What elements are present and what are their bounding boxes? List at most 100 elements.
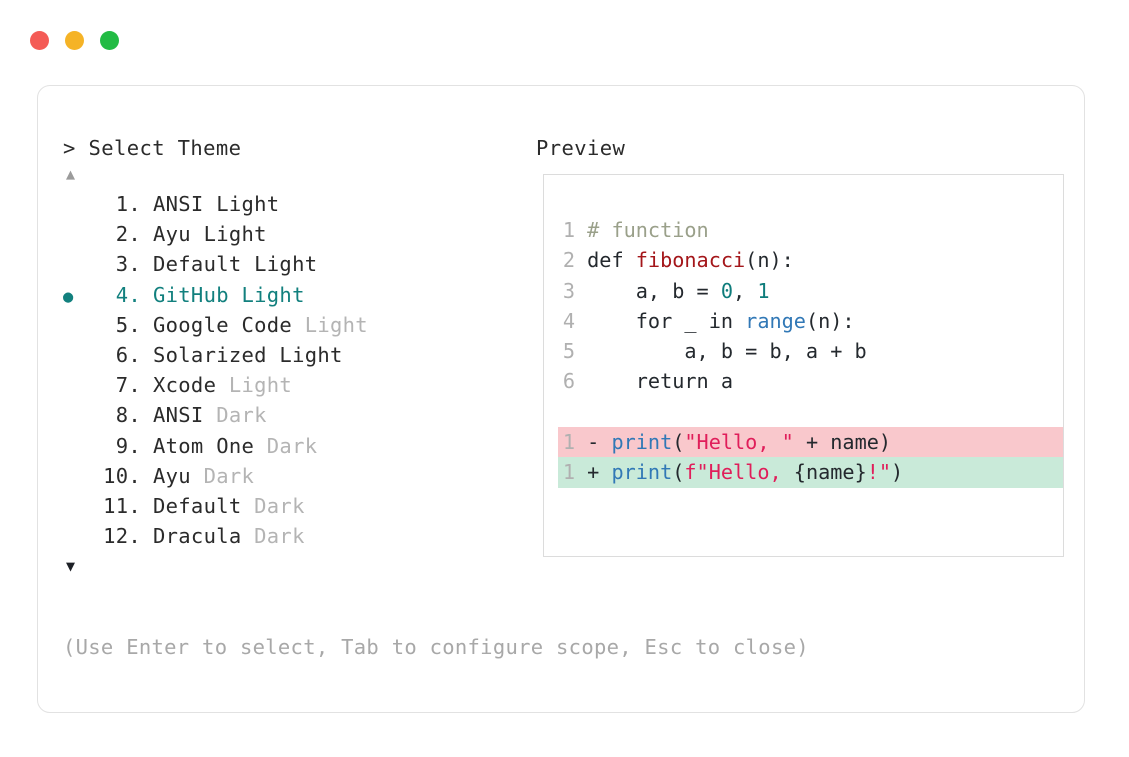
theme-item-index: 6.	[115, 342, 141, 367]
theme-selector-card: > Select Theme Preview ▲ 1.ANSI Light 2.…	[37, 85, 1085, 713]
theme-item-name: ANSI	[153, 403, 217, 428]
theme-item-name: GitHub	[153, 282, 242, 307]
theme-item-index: 9.	[115, 433, 141, 458]
bullet-placeholder	[63, 470, 93, 487]
theme-list-item[interactable]: 7. Xcode Light	[63, 373, 503, 403]
code-token: {name}	[793, 460, 867, 485]
code-line-number: 4	[562, 308, 575, 333]
code-token: # function	[587, 218, 709, 242]
theme-item-name: Google Code	[153, 312, 305, 337]
preview-heading: Preview	[536, 136, 626, 160]
keyboard-hint-text: (Use Enter to select, Tab to configure s…	[63, 635, 809, 659]
theme-item-name: Ayu	[153, 222, 204, 247]
theme-item-index: 8.	[115, 403, 141, 428]
theme-item-name: Atom One	[153, 433, 267, 458]
theme-item-variant: Dark	[216, 403, 267, 428]
theme-item-index: 11.	[103, 493, 141, 518]
bullet-placeholder	[63, 349, 93, 366]
bullet-placeholder	[63, 379, 93, 396]
bullet-placeholder	[63, 319, 93, 336]
code-line-number: 5	[562, 339, 575, 364]
code-token: 1	[757, 278, 770, 303]
code-gutter-space	[575, 248, 587, 272]
diff-sign: +	[575, 460, 612, 485]
code-token: (n):	[745, 248, 794, 273]
code-line: 2 def fibonacci(n):	[558, 245, 1063, 275]
theme-item-variant: Light	[279, 342, 343, 367]
code-token: a, b =	[587, 278, 721, 303]
code-line-number: 1	[562, 460, 575, 485]
code-line: 1 # function	[558, 215, 1063, 245]
theme-list-item[interactable]: 8. ANSI Dark	[63, 403, 503, 433]
close-window-button[interactable]	[30, 31, 49, 50]
bullet-placeholder	[63, 228, 93, 245]
theme-item-index: 5.	[115, 312, 141, 337]
code-line-number: 1	[562, 430, 575, 455]
code-line-number: 3	[562, 278, 575, 303]
theme-list-item[interactable]: 3.Default Light	[63, 252, 503, 282]
code-line: 5 a, b = b, a + b	[558, 336, 1063, 366]
theme-item-name: Xcode	[153, 373, 229, 398]
theme-item-name: ANSI	[153, 192, 217, 216]
code-token: (	[672, 460, 685, 485]
theme-item-variant: Light	[228, 373, 293, 398]
code-token: ,	[733, 278, 758, 303]
minimize-window-button[interactable]	[65, 31, 84, 50]
code-token: (	[672, 430, 685, 455]
theme-list-item[interactable]: 1.ANSI Light	[63, 192, 503, 222]
theme-item-variant: Dark	[254, 524, 305, 549]
theme-item-variant: Light	[203, 222, 267, 247]
code-token: "Hello, "	[684, 430, 794, 455]
theme-item-index: 2.	[115, 222, 141, 247]
bullet-placeholder	[63, 500, 93, 517]
code-token: return a	[587, 369, 734, 394]
code-gutter-space	[575, 218, 587, 242]
theme-list-item[interactable]: 11. Default Dark	[63, 494, 503, 524]
code-token: f"Hello,	[684, 460, 794, 485]
theme-item-index: 10.	[103, 463, 141, 488]
theme-list-item[interactable]: ●4.GitHub Light	[63, 283, 503, 313]
theme-item-variant: Light	[216, 192, 280, 216]
bullet-placeholder	[63, 198, 93, 215]
code-line: 6 return a	[558, 366, 1063, 396]
theme-item-index: 3.	[115, 252, 141, 277]
bullet-placeholder	[63, 440, 93, 457]
select-theme-heading: > Select Theme	[63, 136, 242, 160]
code-token: !"	[866, 460, 892, 485]
code-gutter-space	[575, 279, 587, 303]
theme-item-name: Solarized	[153, 342, 280, 367]
theme-list-item[interactable]: 5. Google Code Light	[63, 313, 503, 343]
code-token: print	[611, 460, 673, 485]
theme-item-name: Default	[153, 493, 255, 518]
theme-list-item[interactable]: 9. Atom One Dark	[63, 434, 503, 464]
scroll-down-arrow-icon[interactable]: ▼	[66, 557, 76, 576]
theme-list-item[interactable]: 2. Ayu Light	[63, 222, 503, 252]
code-token: range	[745, 308, 806, 333]
code-token: fibonacci	[635, 248, 746, 273]
code-token: print	[611, 430, 673, 455]
theme-list-item[interactable]: 6. Solarized Light	[63, 343, 503, 373]
theme-item-variant: Light	[304, 312, 368, 337]
code-token: def	[587, 248, 636, 273]
code-blank-line	[558, 397, 1063, 427]
theme-item-variant: Light	[241, 282, 305, 307]
theme-item-variant: Dark	[266, 433, 318, 458]
theme-list-item[interactable]: 12. Dracula Dark	[63, 524, 503, 554]
theme-item-index: 7.	[115, 373, 141, 398]
code-line: 3 a, b = 0, 1	[558, 276, 1063, 306]
code-token: + name)	[793, 430, 892, 455]
scroll-up-arrow-icon[interactable]: ▲	[66, 165, 76, 183]
maximize-window-button[interactable]	[100, 31, 119, 50]
theme-item-name: Dracula	[153, 524, 255, 549]
code-token: a, b = b, a + b	[587, 339, 867, 364]
code-gutter-space	[575, 339, 587, 363]
theme-list-item[interactable]: 10.Ayu Dark	[63, 464, 503, 494]
theme-item-name: Ayu	[153, 463, 204, 488]
theme-item-index: 4.	[115, 282, 141, 307]
code-token: for _ in	[587, 308, 746, 333]
theme-item-index: 12.	[103, 524, 141, 549]
theme-list[interactable]: 1.ANSI Light 2.Ayu Light 3.Default Light…	[63, 192, 503, 554]
theme-item-variant: Dark	[254, 493, 305, 518]
